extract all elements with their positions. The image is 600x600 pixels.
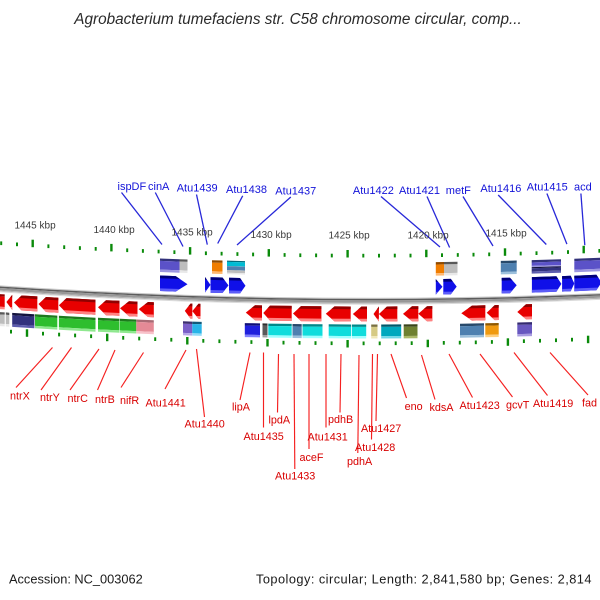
svg-text:1440 kbp: 1440 kbp bbox=[94, 225, 136, 236]
svg-text:gcvT: gcvT bbox=[506, 400, 530, 412]
svg-text:Atu1423: Atu1423 bbox=[460, 400, 500, 412]
svg-text:Atu1437: Atu1437 bbox=[275, 186, 316, 198]
svg-text:Atu1416: Atu1416 bbox=[480, 183, 521, 195]
svg-text:metF: metF bbox=[446, 185, 471, 197]
svg-text:kdsA: kdsA bbox=[430, 402, 455, 414]
svg-text:Atu1435: Atu1435 bbox=[244, 431, 284, 443]
svg-text:Agrobacterium tumefaciens str.: Agrobacterium tumefaciens str. C58 chrom… bbox=[73, 11, 521, 28]
svg-text:Atu1438: Atu1438 bbox=[226, 184, 267, 196]
svg-text:ntrX: ntrX bbox=[10, 391, 30, 403]
svg-text:Accession: NC_003062: Accession: NC_003062 bbox=[9, 572, 143, 587]
svg-text:Atu1427: Atu1427 bbox=[361, 423, 401, 435]
svg-text:pdhA: pdhA bbox=[347, 456, 373, 468]
svg-text:1425 kbp: 1425 kbp bbox=[329, 231, 371, 242]
svg-text:lipA: lipA bbox=[232, 402, 251, 414]
svg-text:Atu1428: Atu1428 bbox=[355, 442, 395, 454]
svg-text:ntrY: ntrY bbox=[40, 392, 60, 404]
svg-text:cinA: cinA bbox=[148, 181, 170, 193]
svg-text:eno: eno bbox=[405, 401, 423, 413]
svg-text:Atu1433: Atu1433 bbox=[275, 470, 315, 482]
svg-text:ntrB: ntrB bbox=[95, 394, 115, 406]
svg-text:Atu1419: Atu1419 bbox=[533, 398, 573, 410]
svg-text:1435 kbp: 1435 kbp bbox=[172, 228, 214, 239]
svg-text:lpdA: lpdA bbox=[269, 415, 291, 427]
svg-text:Topology: circular; Length: 2,: Topology: circular; Length: 2,841,580 bp… bbox=[256, 572, 592, 587]
svg-text:1445 kbp: 1445 kbp bbox=[15, 221, 57, 232]
svg-text:Atu1415: Atu1415 bbox=[527, 182, 568, 194]
svg-text:Atu1440: Atu1440 bbox=[185, 419, 225, 431]
svg-text:Atu1439: Atu1439 bbox=[177, 183, 218, 195]
svg-text:1430 kbp: 1430 kbp bbox=[251, 230, 293, 241]
svg-text:aceF: aceF bbox=[300, 452, 324, 464]
svg-text:Atu1421: Atu1421 bbox=[399, 185, 440, 197]
svg-text:acd: acd bbox=[574, 181, 592, 193]
svg-text:nifR: nifR bbox=[120, 395, 139, 407]
svg-text:pdhB: pdhB bbox=[328, 414, 353, 426]
svg-text:fad: fad bbox=[582, 398, 597, 410]
svg-text:1420 kbp: 1420 kbp bbox=[408, 231, 450, 242]
svg-text:1415 kbp: 1415 kbp bbox=[486, 229, 528, 240]
svg-text:ntrC: ntrC bbox=[68, 393, 89, 405]
svg-text:Atu1441: Atu1441 bbox=[146, 398, 186, 410]
svg-text:Atu1431: Atu1431 bbox=[308, 431, 348, 443]
svg-text:Atu1422: Atu1422 bbox=[353, 185, 394, 197]
svg-text:ispDF: ispDF bbox=[118, 181, 147, 193]
